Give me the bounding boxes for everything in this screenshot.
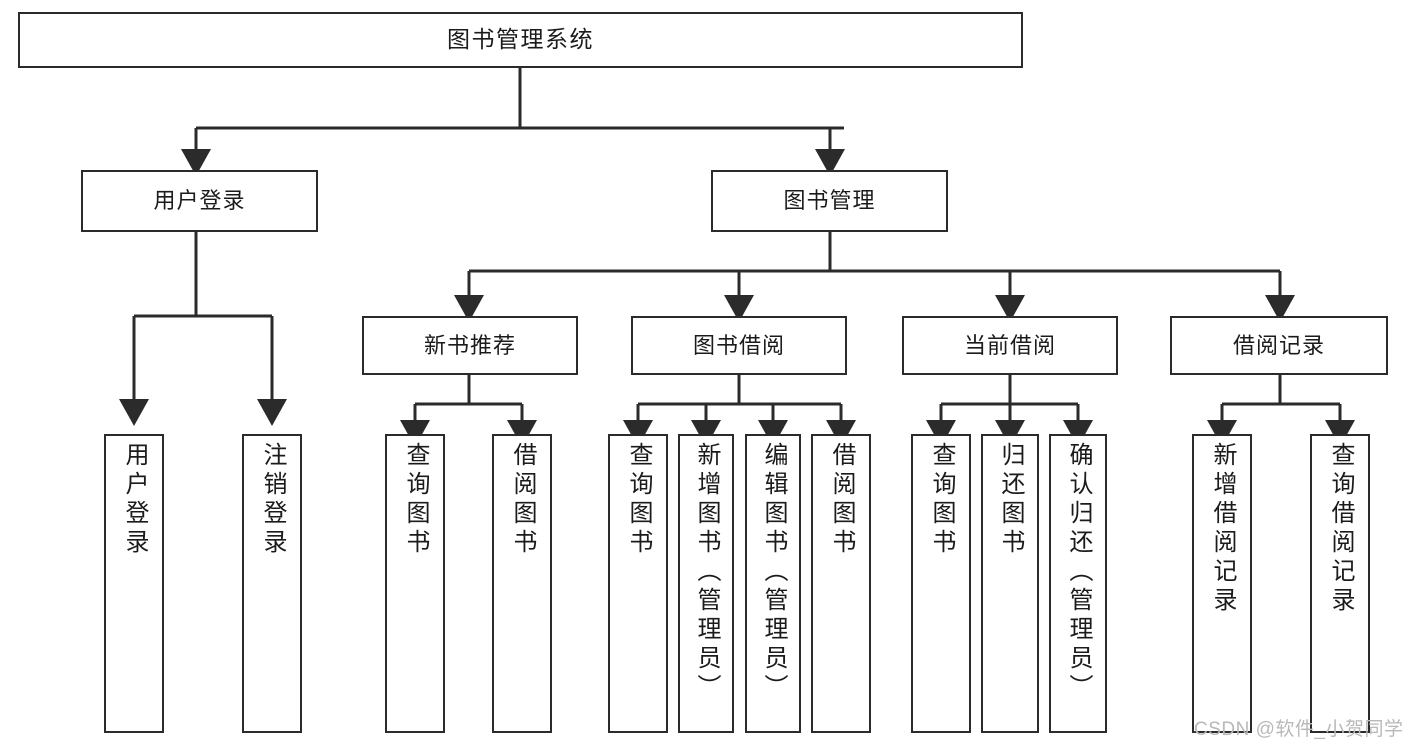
node-borrow-record[interactable]: 借阅记录 xyxy=(1170,316,1388,375)
node-label: 查询借阅记录 xyxy=(1327,442,1354,616)
node-label: 当前借阅 xyxy=(963,332,1056,358)
csdn-watermark: CSDN @软件_小贺同学 xyxy=(1194,719,1404,740)
node-label: 查询图书 xyxy=(402,442,429,558)
node-leaf-logout[interactable]: 注销登录 xyxy=(242,434,302,733)
node-label: 新增图书（管理员） xyxy=(693,442,720,703)
node-leaf-borrow-book[interactable]: 借阅图书 xyxy=(811,434,871,733)
node-leaf-user-login[interactable]: 用户登录 xyxy=(104,434,164,733)
node-label: 新增借阅记录 xyxy=(1209,442,1236,616)
node-leaf-return-book[interactable]: 归还图书 xyxy=(981,434,1039,733)
node-leaf-edit-book-admin[interactable]: 编辑图书（管理员） xyxy=(745,434,801,733)
node-label: 借阅图书 xyxy=(828,442,855,558)
node-label: 注销登录 xyxy=(259,442,286,558)
node-leaf-query-borrow-record[interactable]: 查询借阅记录 xyxy=(1310,434,1370,733)
node-label: 用户登录 xyxy=(121,442,148,558)
node-label: 图书管理系统 xyxy=(447,26,594,53)
node-label: 图书管理 xyxy=(783,188,876,214)
node-label: 借阅记录 xyxy=(1232,332,1325,358)
node-root-book-management-system[interactable]: 图书管理系统 xyxy=(18,12,1023,68)
node-label: 编辑图书（管理员） xyxy=(760,442,787,703)
node-leaf-add-book-admin[interactable]: 新增图书（管理员） xyxy=(678,434,734,733)
node-leaf-query-book-current[interactable]: 查询图书 xyxy=(911,434,971,733)
node-leaf-query-book-recommend[interactable]: 查询图书 xyxy=(385,434,445,733)
node-label: 图书借阅 xyxy=(692,332,785,358)
node-leaf-borrow-book-recommend[interactable]: 借阅图书 xyxy=(492,434,552,733)
node-leaf-query-book-borrow[interactable]: 查询图书 xyxy=(608,434,668,733)
node-label: 归还图书 xyxy=(997,442,1024,558)
node-new-book-recommend[interactable]: 新书推荐 xyxy=(362,316,578,375)
node-book-borrow[interactable]: 图书借阅 xyxy=(631,316,847,375)
node-leaf-confirm-return-admin[interactable]: 确认归还（管理员） xyxy=(1049,434,1107,733)
node-label: 新书推荐 xyxy=(423,332,516,358)
node-label: 确认归还（管理员） xyxy=(1065,442,1092,703)
node-label: 查询图书 xyxy=(625,442,652,558)
node-label: 查询图书 xyxy=(928,442,955,558)
node-user-login[interactable]: 用户登录 xyxy=(81,170,318,232)
node-current-borrow[interactable]: 当前借阅 xyxy=(902,316,1118,375)
node-label: 借阅图书 xyxy=(509,442,536,558)
node-label: 用户登录 xyxy=(153,188,246,214)
node-leaf-add-borrow-record[interactable]: 新增借阅记录 xyxy=(1192,434,1252,733)
node-book-management[interactable]: 图书管理 xyxy=(711,170,948,232)
